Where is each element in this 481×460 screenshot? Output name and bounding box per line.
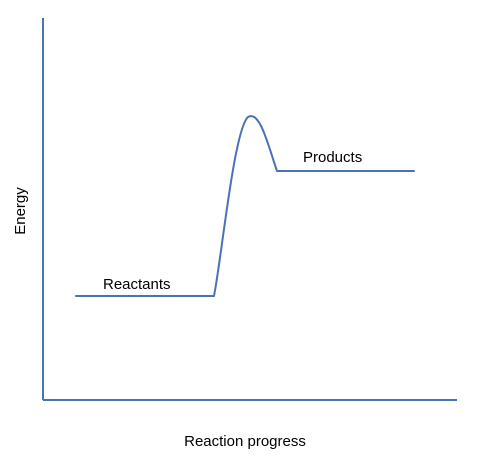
x-axis-label: Reaction progress xyxy=(184,433,306,450)
reactants-label: Reactants xyxy=(103,276,171,293)
products-label: Products xyxy=(303,149,362,166)
energy-profile-curve xyxy=(75,115,415,297)
y-axis-label: Energy xyxy=(12,187,29,235)
